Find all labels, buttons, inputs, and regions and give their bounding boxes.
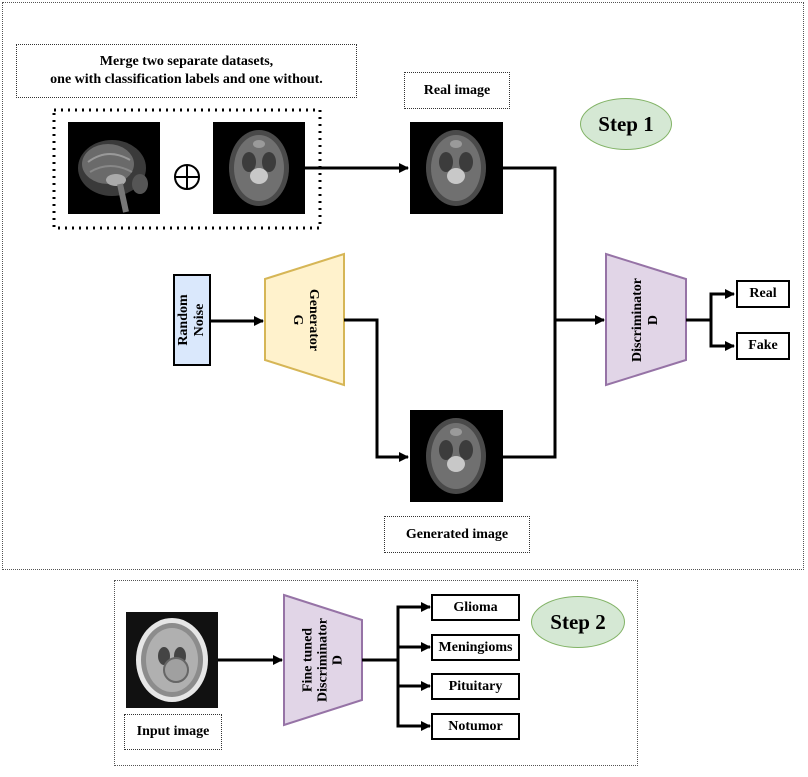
output-real: Real — [736, 280, 790, 308]
noise-label-line1: Random — [176, 294, 191, 346]
real-mri-image — [410, 122, 503, 214]
finetuned-label-line2: Discriminator — [315, 618, 331, 702]
generated-mri-image — [410, 410, 503, 502]
merge-note: Merge two separate datasets, one with cl… — [16, 44, 357, 98]
discriminator-shape — [605, 252, 687, 387]
step2-label: Step 2 — [531, 596, 625, 648]
axial-brain-t1-graphic — [136, 618, 208, 702]
sagittal-mri-image — [68, 122, 160, 214]
axial-brain-graphic — [229, 130, 289, 206]
generator-label-line2: G — [289, 314, 305, 325]
finetuned-label-line1: Fine tuned — [300, 627, 316, 693]
circled-plus-icon — [172, 162, 202, 192]
merge-note-line2: one with classification labels and one w… — [50, 72, 323, 87]
discriminator-label-line2: D — [646, 314, 661, 325]
class-meningioms: Meningioms — [431, 634, 520, 661]
merge-note-line1: Merge two separate datasets, — [99, 54, 274, 69]
axial-mri-dataset-image — [213, 122, 305, 214]
class-glioma: Glioma — [431, 594, 520, 621]
step1-label: Step 1 — [580, 98, 672, 150]
step2-frame — [114, 580, 638, 766]
discriminator: Discriminator D — [606, 254, 686, 385]
axial-brain-graphic — [426, 418, 486, 494]
generator-label-line1: Generator — [305, 288, 321, 351]
sagittal-brain-graphic — [78, 140, 148, 213]
class-pituitary: Pituitary — [431, 673, 520, 700]
finetuned-discriminator: Fine tuned Discriminator D — [284, 595, 362, 725]
noise-label-line2: Noise — [192, 303, 207, 337]
step1-frame — [2, 2, 804, 570]
finetuned-label-line3: D — [330, 654, 346, 666]
input-mri-image — [126, 612, 218, 708]
axial-brain-graphic — [426, 130, 486, 206]
generator-shape — [264, 252, 345, 387]
class-notumor: Notumor — [431, 713, 520, 740]
generator: Generator G — [265, 254, 344, 385]
real-image-label: Real image — [404, 72, 510, 109]
generated-image-label: Generated image — [384, 516, 530, 553]
input-image-label: Input image — [124, 714, 222, 750]
output-fake: Fake — [736, 332, 790, 360]
discriminator-label-line1: Discriminator — [630, 277, 645, 362]
dataset-merge-box — [52, 108, 322, 230]
finetuned-discriminator-shape — [283, 593, 363, 727]
random-noise-box: Random Noise — [173, 274, 211, 366]
